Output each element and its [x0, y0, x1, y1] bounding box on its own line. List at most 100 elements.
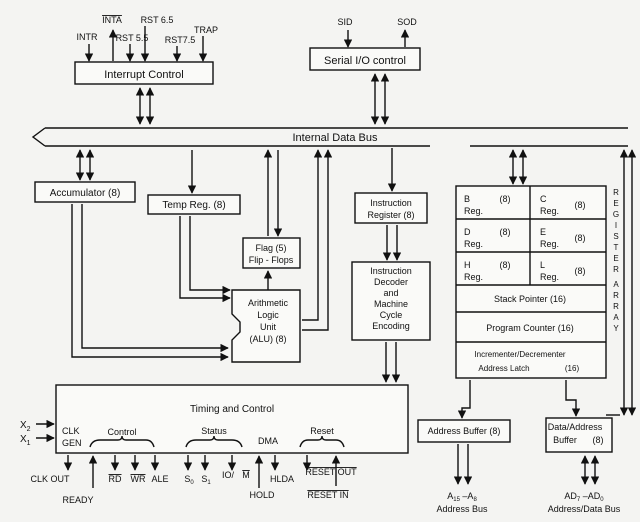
address-bus-label: Address Bus [436, 504, 488, 514]
data-buffer-label-3: (8) [593, 435, 604, 445]
data-address-buffer-block: Data/Address Buffer (8) AD7 –AD0 Address… [545, 380, 621, 514]
dma-group-label: DMA [258, 436, 278, 446]
internal-bus-label: Internal Data Bus [293, 132, 378, 144]
rd-pin: RD [109, 474, 122, 484]
timing-pins: CLK OUT READY RD WR ALE S0 S1 IO/ M HOLD… [30, 455, 357, 505]
address-buffer-block: Address Buffer (8) A15 –A8 Address Bus [417, 380, 511, 514]
program-counter-label: Program Counter (16) [486, 323, 574, 333]
accumulator-block: Accumulator (8) [34, 149, 229, 362]
reg-h-size: (8) [500, 260, 511, 270]
serial-io-label: Serial I/O control [324, 55, 406, 67]
rst75-pin: RST7.5 [165, 35, 196, 45]
incdec-label-1: Incrementer/Decrementer [474, 350, 565, 359]
temp-reg-block: Temp Reg. (8) [147, 150, 241, 303]
trap-pin: TRAP [194, 25, 218, 35]
x1-label: X1 [20, 434, 31, 447]
intr-pin: INTR [77, 32, 98, 42]
internal-data-bus: Internal Data Bus [31, 127, 628, 147]
wr-pin: WR [131, 474, 146, 484]
flag-label-1: Flag (5) [255, 243, 286, 253]
decoder-label-6: Encoding [372, 321, 410, 331]
decoder-label-1: Instruction [370, 266, 412, 276]
address-buffer-box [417, 419, 511, 443]
alu-block: Arithmetic Logic Unit (ALU) (8) [231, 149, 333, 363]
serial-io-block: Serial I/O control SID SOD [309, 17, 421, 125]
reset-group-label: Reset [310, 426, 334, 436]
timing-control-block: Timing and Control CLK GEN Control Statu… [55, 384, 409, 454]
data-lines-label: AD7 –AD0 [564, 491, 604, 503]
io-pin: IO/ [222, 470, 235, 480]
serial-io-box [309, 47, 421, 71]
reg-b-reg: Reg. [464, 206, 483, 216]
s0-pin: S0 [184, 474, 194, 486]
m-pin: M [242, 470, 250, 480]
reg-l-reg: Reg. [540, 272, 559, 282]
address-lines-label: A15 –A8 [447, 491, 477, 503]
rst65-pin: RST 6.5 [141, 15, 174, 25]
interrupt-control-box [74, 61, 214, 85]
alu-label-1: Arithmetic [248, 298, 289, 308]
alu-label-3: Unit [260, 322, 277, 332]
instruction-register-block: Instruction Register (8) [354, 148, 428, 261]
rst55-pin: RST 5.5 [116, 33, 149, 43]
reg-e-name: E [540, 227, 546, 237]
x2-label: X2 [20, 420, 31, 433]
clk-out-pin: CLK OUT [30, 474, 70, 484]
reg-l-name: L [540, 260, 545, 270]
register-array-box [455, 185, 607, 379]
status-group-label: Status [201, 426, 227, 436]
alu-shape [231, 289, 301, 363]
ale-pin: ALE [151, 474, 168, 484]
reset-out-pin: RESET OUT [305, 467, 357, 477]
data-buffer-label-1: Data/Address [548, 422, 603, 432]
flag-label-2: Flip - Flops [249, 255, 294, 265]
accumulator-box [34, 181, 136, 203]
stack-pointer-label: Stack Pointer (16) [494, 294, 566, 304]
reg-c-size: (8) [575, 200, 586, 210]
inta-pin: INTA [102, 15, 122, 25]
interrupt-control-block: Interrupt Control INTR INTA RST 5.5 RST … [74, 15, 218, 125]
temp-reg-label: Temp Reg. (8) [162, 200, 225, 211]
reg-h-reg: Reg. [464, 272, 483, 282]
flag-box [242, 237, 301, 269]
decoder-block: Instruction Decoder and Machine Cycle En… [351, 261, 431, 383]
control-group-label: Control [107, 427, 136, 437]
decoder-box [351, 261, 431, 341]
decoder-label-2: Decoder [374, 277, 408, 287]
timing-control-label: Timing and Control [190, 404, 274, 415]
temp-reg-box [147, 194, 241, 215]
s1-pin: S1 [201, 474, 211, 486]
reg-e-reg: Reg. [540, 239, 559, 249]
reg-d-size: (8) [500, 227, 511, 237]
instruction-register-box [354, 192, 428, 224]
interrupt-control-label: Interrupt Control [104, 69, 183, 81]
reg-d-name: D [464, 227, 471, 237]
crystal-inputs: X2 X1 [20, 419, 55, 447]
reset-in-pin: RESET IN [307, 490, 348, 500]
reg-e-size: (8) [575, 233, 586, 243]
reg-b-name: B [464, 194, 470, 204]
clk-label-2: GEN [62, 438, 82, 448]
reg-h-name: H [464, 260, 471, 270]
reg-c-reg: Reg. [540, 206, 559, 216]
hold-pin: HOLD [249, 490, 275, 500]
alu-label-2: Logic [257, 310, 279, 320]
data-address-buffer-box [545, 417, 613, 453]
data-buffer-label-2: Buffer [553, 435, 577, 445]
incdec-label-2: Address Latch [478, 364, 529, 373]
ir-label-2: Register (8) [367, 210, 414, 220]
reg-l-size: (8) [575, 266, 586, 276]
reg-c-name: C [540, 194, 547, 204]
clk-label-1: CLK [62, 426, 80, 436]
timing-control-box [55, 384, 409, 454]
decoder-label-4: Machine [374, 299, 408, 309]
reg-d-reg: Reg. [464, 239, 483, 249]
register-array-block: B (8) Reg. C (8) Reg. D (8) Reg. E (8) R… [455, 149, 607, 379]
address-buffer-label: Address Buffer (8) [428, 426, 501, 436]
decoder-label-3: and [383, 288, 398, 298]
ready-pin: READY [62, 495, 93, 505]
incdec-label-3: (16) [565, 364, 580, 373]
ir-label-1: Instruction [370, 198, 412, 208]
